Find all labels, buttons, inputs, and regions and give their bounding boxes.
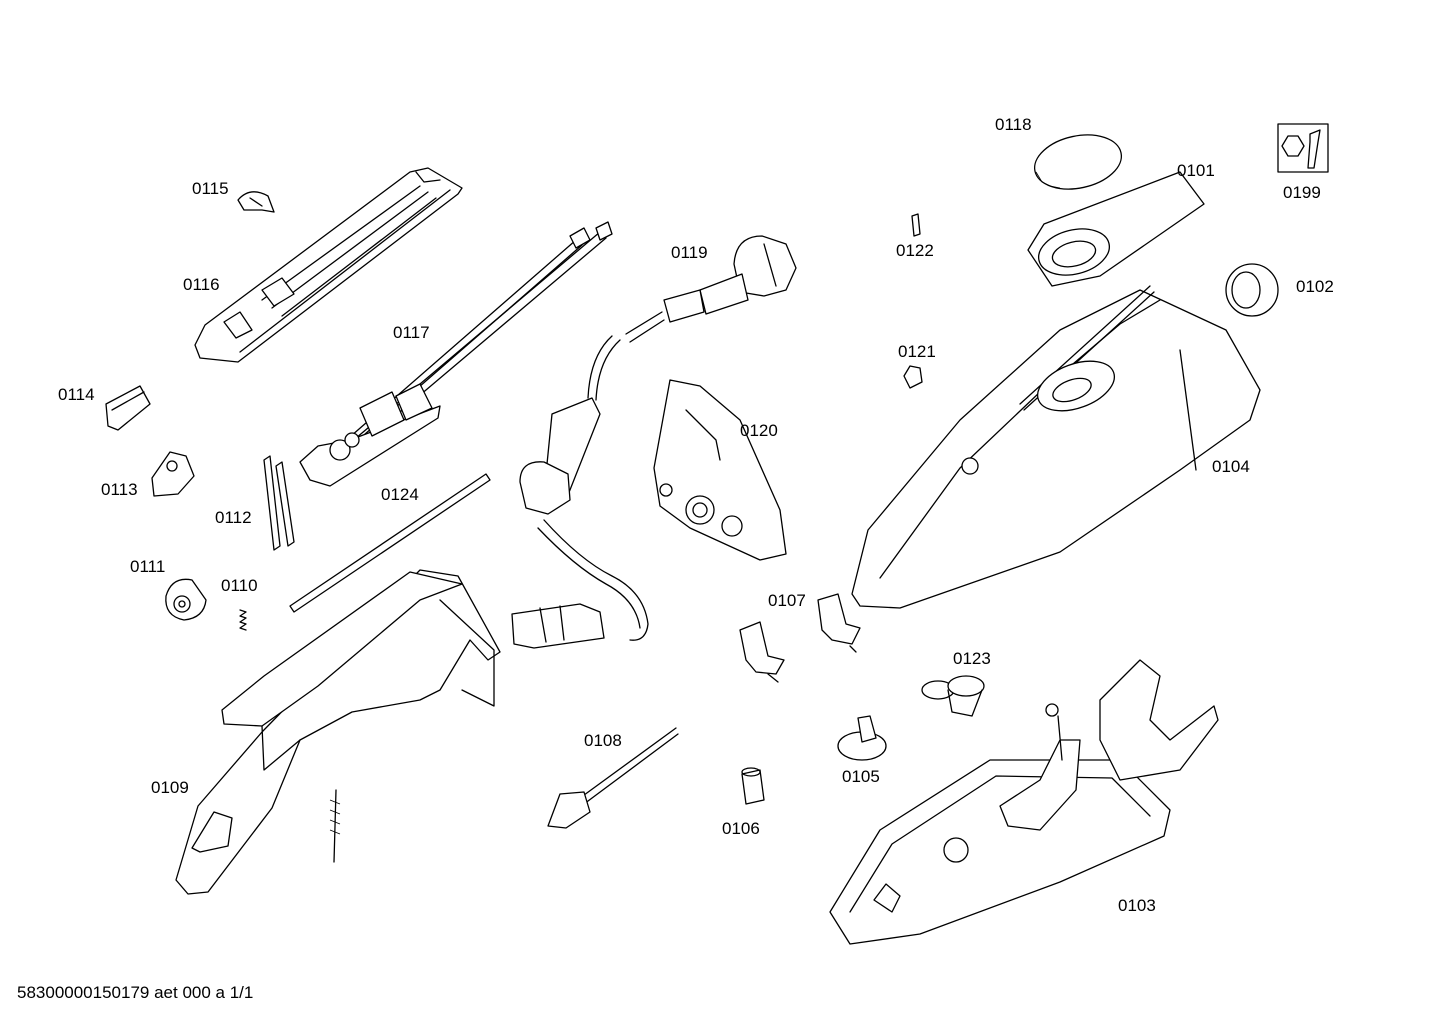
part-label-0117: 0117	[393, 323, 430, 342]
part-0106-sleeve	[741, 767, 765, 805]
part-label-0111: 0111	[130, 557, 166, 576]
part-0103-soleplate	[829, 659, 1219, 945]
part-label-0107: 0107	[768, 591, 806, 610]
part-0108-cable-lead	[547, 727, 679, 829]
part-label-0109: 0109	[151, 778, 189, 797]
part-label-0102: 0102	[1296, 277, 1334, 296]
part-label-0122: 0122	[896, 241, 934, 260]
part-label-0118: 0118	[995, 115, 1032, 134]
part-label-0106: 0106	[722, 819, 760, 838]
part-label-0105: 0105	[842, 767, 880, 786]
part-0124-rod	[289, 473, 491, 613]
part-0119-power-cord	[511, 235, 797, 649]
wrench-nut-icon	[1277, 123, 1329, 173]
part-0109-handle-housing	[175, 569, 501, 895]
part-0102-ring	[1225, 263, 1279, 317]
part-0117-wiring-board	[299, 221, 613, 487]
part-label-0104: 0104	[1212, 457, 1250, 476]
part-0121-nut	[903, 365, 923, 389]
part-0105-valve-plate	[837, 715, 887, 761]
part-0113-knob	[151, 451, 195, 497]
part-0111-dial	[165, 578, 207, 621]
part-0104-housing-shell	[851, 285, 1261, 609]
part-0116-handle-cover	[194, 167, 463, 363]
part-0122-screw	[911, 213, 921, 237]
document-footer-code: 58300000150179 aet 000 a 1/1	[17, 983, 254, 1002]
part-label-0199: 0199	[1283, 183, 1321, 202]
part-label-0113: 0113	[101, 480, 138, 499]
part-label-0103: 0103	[1118, 896, 1156, 915]
part-0118-filter-disc	[1033, 134, 1123, 190]
part-label-0112: 0112	[215, 508, 252, 527]
part-label-0120: 0120	[740, 421, 778, 440]
part-label-0110: 0110	[221, 576, 258, 595]
part-label-0121: 0121	[898, 342, 936, 361]
part-label-0116: 0116	[183, 275, 220, 294]
part-0112-rods	[263, 455, 295, 551]
part-label-0101: 0101	[1177, 161, 1215, 180]
part-label-0119: 0119	[671, 243, 708, 262]
part-label-0123: 0123	[953, 649, 991, 668]
part-0110-spring	[239, 609, 247, 631]
part-0123-seals	[921, 675, 985, 717]
part-0115-clip	[237, 191, 275, 213]
part-0107-valves	[739, 593, 861, 683]
part-0120-rear-plate	[653, 379, 787, 561]
part-label-0114: 0114	[58, 385, 95, 404]
part-label-0108: 0108	[584, 731, 622, 750]
part-0114-button	[105, 385, 151, 431]
part-label-0124: 0124	[381, 485, 419, 504]
part-label-0115: 0115	[192, 179, 229, 198]
part-0101-tank-lid	[1027, 171, 1205, 287]
